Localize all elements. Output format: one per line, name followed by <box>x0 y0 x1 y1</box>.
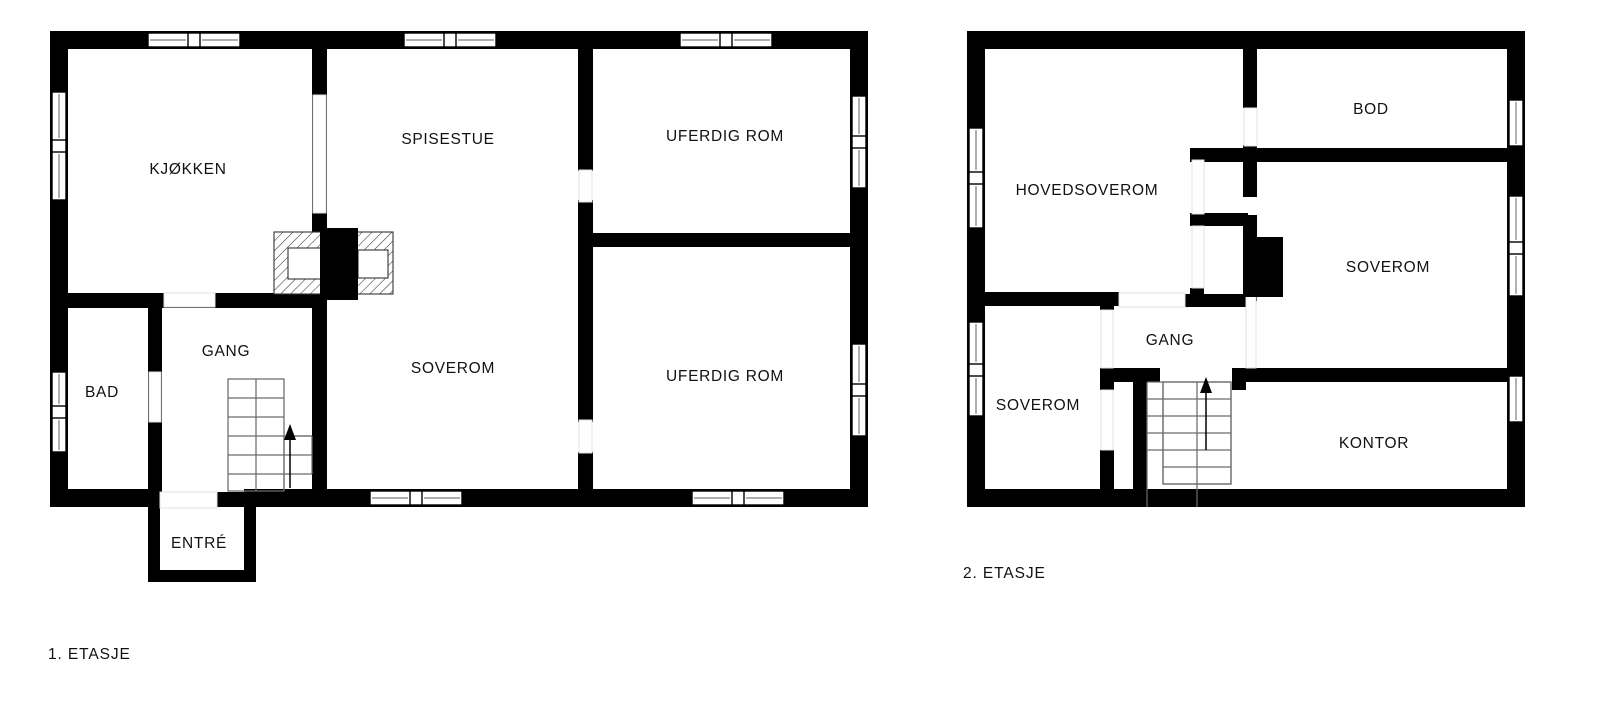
door-kitchen-gang <box>164 293 215 307</box>
window-hovedsoverom-left <box>968 127 984 229</box>
window-kitchen-left <box>51 91 67 201</box>
room-label-soverom-2f-left: SOVEROM <box>996 397 1080 414</box>
door-kitchen-dining <box>313 95 326 213</box>
wall-hovedsoverom-bottom <box>967 292 1119 306</box>
door-gang-soverom-right <box>1246 294 1256 368</box>
room-label-soverom-1f: SOVEROM <box>411 360 495 377</box>
partition-center-right-mid <box>578 200 593 422</box>
floor-1-walls <box>50 31 868 582</box>
partition-center-right-bottom <box>578 452 593 507</box>
floor-1-caption: 1. ETASJE <box>48 646 131 663</box>
floor-2-windows-left <box>968 127 984 417</box>
floor-1-windows-left <box>51 91 67 453</box>
door-hoved-gang <box>1119 293 1185 307</box>
floor-2-caption: 2. ETASJE <box>963 565 1046 582</box>
floor-1-windows-right <box>851 95 867 437</box>
door-outlines-2f <box>1100 107 1258 451</box>
partition-hoved-bod-top <box>1243 31 1257 108</box>
chimney-core <box>320 228 358 300</box>
door-soverom-gang-2f <box>1101 310 1113 368</box>
closet-divider <box>1190 213 1248 226</box>
door-soverom-gang-2f-lower <box>1101 390 1113 450</box>
partition-soverom-gang-top <box>1100 292 1114 310</box>
floor-1-plan: KJØKKEN SPISESTUE UFERDIG ROM SOVEROM UF… <box>48 31 868 663</box>
partition-kitchen-hall <box>312 293 327 507</box>
window-uferdig-top-right <box>851 95 867 189</box>
room-label-bad: BAD <box>85 384 119 401</box>
window-soverom-bottom <box>369 490 463 506</box>
wall-gang-bottom-left <box>1100 368 1160 382</box>
window-soverom-right-2f <box>1508 195 1524 297</box>
chimney-core-floor-2 <box>1243 237 1283 297</box>
window-spisestue-top <box>403 32 497 48</box>
window-bod-right <box>1508 99 1524 147</box>
fireplace-opening-left <box>287 247 322 280</box>
window-uferdig-top <box>679 32 773 48</box>
floor-1-doors <box>148 94 593 509</box>
wall-kontor-top-stub <box>1232 368 1246 390</box>
partition-dining-uferdig-top <box>578 31 593 171</box>
door-dining-uferdig <box>579 170 592 202</box>
partition-uferdig-rooms <box>578 233 850 247</box>
window-kontor-right <box>1508 375 1524 423</box>
door-closet-lower <box>1192 226 1204 288</box>
stair-treads-floor-1 <box>227 378 313 492</box>
room-label-entre: ENTRÉ <box>171 535 227 552</box>
floor-2-windows-right <box>1508 99 1524 423</box>
door-gang-entre <box>160 492 217 508</box>
room-label-soverom-2f-right: SOVEROM <box>1346 259 1430 276</box>
stair-up-arrow-floor-2 <box>1200 377 1212 393</box>
window-soverom-left-2f <box>968 321 984 417</box>
door-outlines <box>148 94 593 509</box>
room-label-gang-2f: GANG <box>1146 332 1194 349</box>
floor-1-windows-top <box>147 32 773 48</box>
room-label-bod: BOD <box>1353 101 1389 118</box>
door-bad-gang <box>149 372 161 422</box>
door-closet-upper <box>1192 160 1204 214</box>
window-bad-left <box>51 371 67 453</box>
window-uferdig-bottom <box>691 490 785 506</box>
door-hoved-bod <box>1244 108 1257 146</box>
room-label-kontor: KONTOR <box>1339 435 1409 452</box>
room-label-gang-1f: GANG <box>202 343 250 360</box>
partition-stairs-left <box>1133 372 1147 507</box>
room-label-kjokken: KJØKKEN <box>149 161 226 178</box>
room-label-uferdig-rom-2: UFERDIG ROM <box>666 368 784 385</box>
staircase-floor-2 <box>1146 377 1232 507</box>
window-kitchen-top <box>147 32 241 48</box>
staircase-floor-1 <box>227 378 313 492</box>
room-label-uferdig-rom-1: UFERDIG ROM <box>666 128 784 145</box>
floor-2-doors <box>1100 107 1258 451</box>
chimney-fireplace-floor-1 <box>273 228 394 300</box>
floor-1-windows-bottom <box>369 490 785 506</box>
stair-up-arrow-floor-1 <box>284 424 296 440</box>
room-label-spisestue: SPISESTUE <box>401 131 494 148</box>
wall-kontor-top <box>1232 368 1525 382</box>
wall-gang-top-right <box>1184 294 1254 307</box>
wall-bod-bottom <box>1190 148 1525 162</box>
door-soverom-uferdig <box>579 420 592 453</box>
interior-floor-1 <box>68 49 850 489</box>
window-uferdig-bottom-right <box>851 343 867 437</box>
fireplace-opening-right <box>357 249 389 279</box>
closet-left-stub-top <box>1190 148 1204 160</box>
floor-2-plan: HOVEDSOVEROM BOD SOVEROM GANG SOVEROM KO… <box>963 31 1525 582</box>
partition-soverom-gang-bottom <box>1100 450 1114 507</box>
wall-gang-bottom <box>216 492 327 507</box>
stair-treads-floor-2 <box>1146 381 1232 507</box>
room-label-hovedsoverom: HOVEDSOVEROM <box>1016 182 1159 199</box>
